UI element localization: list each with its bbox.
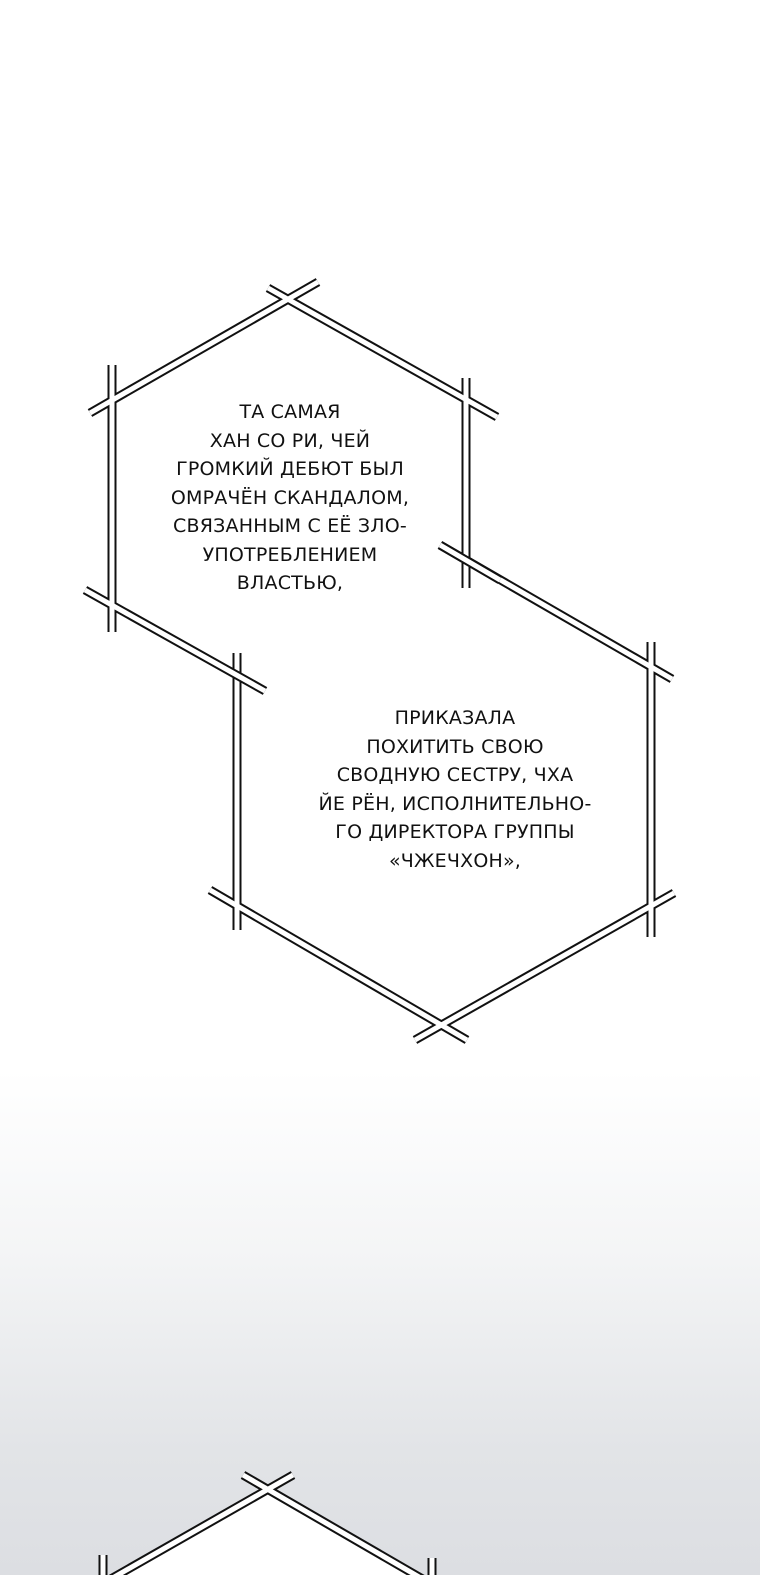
bubble-1-text: Та самая Хан Со Ри, чей громкий дебют бы… bbox=[130, 398, 450, 598]
bubble-2-text: приказала похитить свою сводную сестру, … bbox=[285, 704, 625, 875]
bubble-1-line: громкий дебют был bbox=[176, 458, 404, 480]
bubble-1-line: омрачён скандалом, bbox=[170, 486, 410, 509]
bubble-1 bbox=[82, 278, 500, 695]
bubble-1-line: Хан Со Ри, чей bbox=[209, 429, 371, 452]
bubble-2-line: сводную сестру, Чха bbox=[336, 764, 574, 786]
bubble-2-line: приказала bbox=[394, 707, 516, 729]
bubble-3 bbox=[98, 1471, 437, 1575]
bubble-2-line: Йе Рён, исполнительно- bbox=[318, 792, 592, 815]
bubble-2 bbox=[207, 541, 677, 1044]
bubble-1-line: властью, bbox=[236, 572, 344, 594]
bubble-2-line: го директора группы bbox=[335, 821, 575, 843]
bubble-2-line: «Чжечхон», bbox=[388, 849, 522, 872]
bubble-2-line: похитить свою bbox=[366, 735, 544, 758]
bubble-1-line: Та самая bbox=[239, 401, 341, 423]
bubble-2-top-edge-overlay bbox=[437, 541, 503, 584]
bubble-1-line: связанным с её зло- bbox=[173, 515, 407, 537]
bubble-1-line: употреблением bbox=[202, 543, 378, 566]
